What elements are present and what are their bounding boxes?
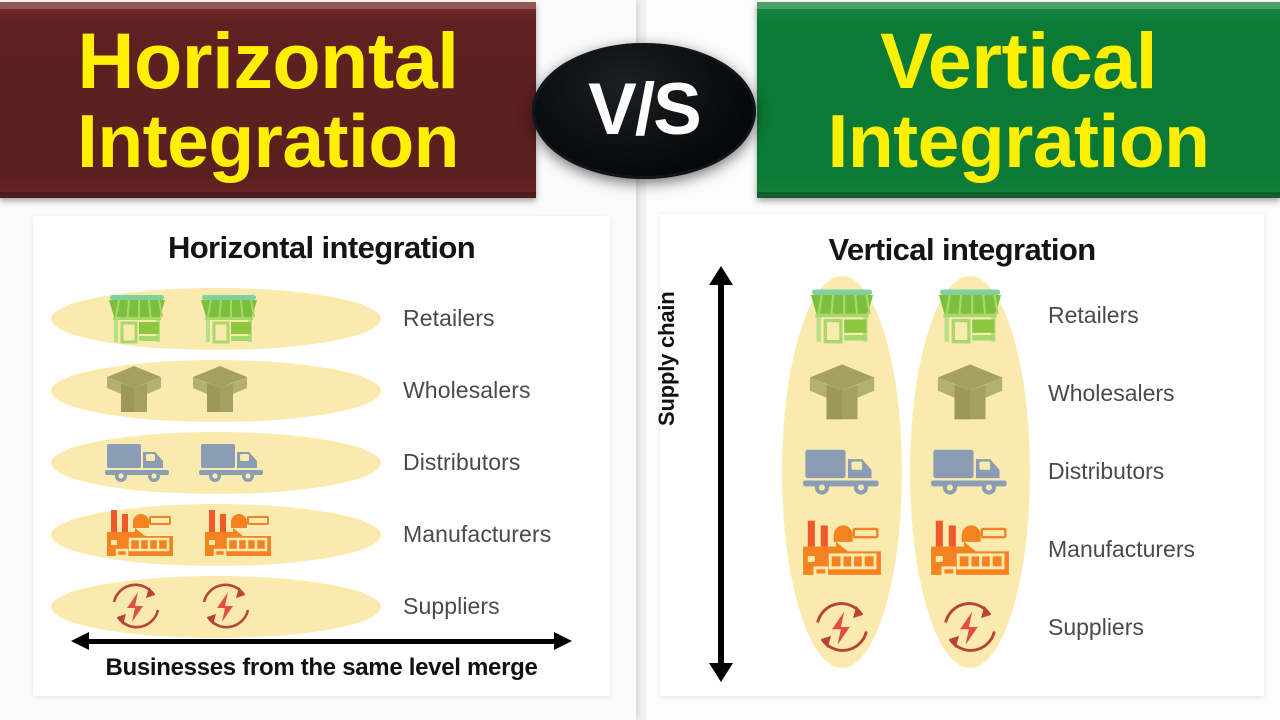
vertical-cell-suppliers [910,588,1030,666]
vertical-cell-retailers [782,276,902,354]
box-icon [193,366,247,412]
energy-cycle-icon [816,602,868,652]
horizontal-integration-diagram: Horizontal integration [33,216,610,696]
storefront-icon [810,289,874,344]
vertical-integration-diagram: Vertical integration Supply chain [654,214,1264,696]
vertical-cell-retailers [910,276,1030,354]
box-icon [937,364,1003,420]
vertical-cell-distributors [910,432,1030,510]
storefront-icon [109,295,165,344]
arrow-head-left [71,632,89,650]
versus-label: V/S [588,68,702,150]
vertical-body: Supply chain [654,266,1264,682]
row-label-wholesalers: Wholesalers [1048,379,1175,406]
row-icons [105,291,261,345]
vertical-chain-column [910,276,1030,668]
box-icon [107,366,161,412]
storefront-icon [201,295,257,344]
factory-icon [931,520,1009,577]
row-icons [105,364,249,416]
horizontal-row-suppliers: Suppliers [33,570,610,642]
horizontal-diagram-caption: Businesses from the same level merge [105,654,538,681]
double-vertical-arrow-icon [709,266,733,682]
double-horizontal-arrow-icon [71,632,572,650]
horizontal-merge-annotation: Businesses from the same level merge [33,632,610,682]
energy-cycle-icon [202,583,250,629]
banner-left-line1: Horizontal [77,15,459,105]
banner-right-line1: Vertical [879,15,1158,105]
storefront-icon [938,289,1002,344]
row-icons [105,578,257,634]
energy-cycle-icon [944,602,996,652]
row-label-retailers: Retailers [403,304,495,331]
row-label-retailers: Retailers [1048,301,1139,328]
row-label-manufacturers: Manufacturers [403,520,552,547]
truck-icon [803,449,879,495]
row-label-suppliers: Suppliers [403,592,500,619]
vertical-cell-manufacturers [910,510,1030,588]
factory-icon [107,510,173,558]
versus-badge: V/S [532,43,756,179]
arrow-head-up [709,266,733,285]
horizontal-row-manufacturers: Manufacturers [33,498,610,570]
factory-icon [803,520,881,577]
supply-chain-axis-label: Supply chain [654,291,679,426]
arrow-head-right [554,632,572,650]
energy-cycle-icon [112,583,160,629]
truck-icon [199,444,263,482]
box-icon [809,364,875,420]
horizontal-row-distributors: Distributors [33,426,610,498]
banner-left-line2: Integration [77,98,460,183]
row-icons [105,506,273,562]
arrow-shaft [87,639,556,644]
factory-icon [205,510,271,558]
horizontal-rows: Retailers [33,282,610,642]
vertical-diagram-title: Vertical integration [828,232,1096,267]
arrow-head-down [709,663,733,682]
vertical-cell-wholesalers [782,354,902,432]
row-label-suppliers: Suppliers [1048,613,1144,640]
horizontal-row-wholesalers: Wholesalers [33,354,610,426]
vertical-integration-banner: Vertical Integration [757,2,1280,198]
truck-icon [105,444,169,482]
row-label-wholesalers: Wholesalers [403,376,531,403]
horizontal-integration-banner: Horizontal Integration [0,2,536,198]
row-label-distributors: Distributors [1048,457,1165,484]
row-icons [105,440,265,484]
truck-icon [931,449,1007,495]
vertical-cell-wholesalers [910,354,1030,432]
row-label-manufacturers: Manufacturers [1048,535,1196,562]
vertical-cell-distributors [782,432,902,510]
banner-right-line2: Integration [827,98,1211,183]
vertical-chain-column [782,276,902,668]
vertical-cell-manufacturers [782,510,902,588]
vertical-cell-suppliers [782,588,902,666]
horizontal-diagram-title: Horizontal integration [167,230,476,265]
row-label-distributors: Distributors [403,448,521,475]
vertical-row-labels: Retailers Wholesalers Distributors Manuf… [1048,276,1278,668]
horizontal-row-retailers: Retailers [33,282,610,354]
